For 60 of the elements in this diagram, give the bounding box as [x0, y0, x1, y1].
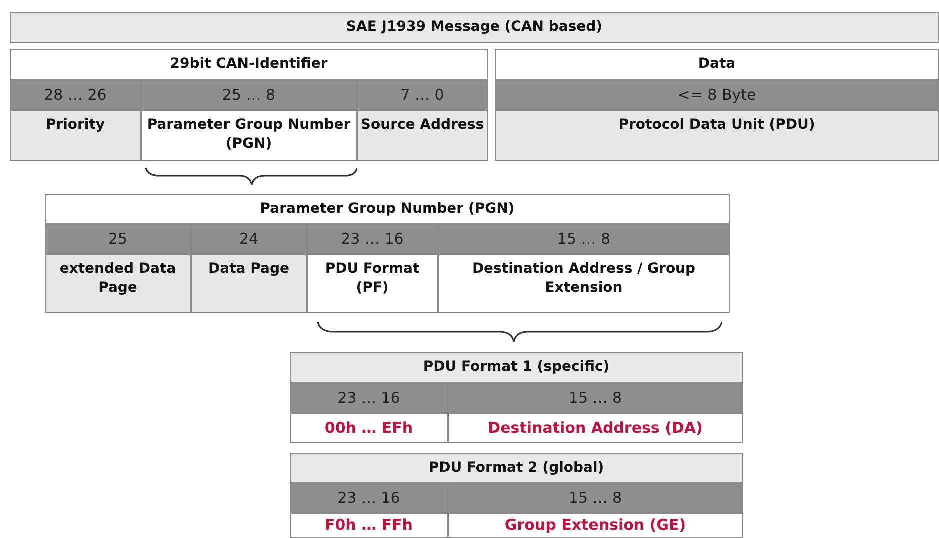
table-cell — [10, 49, 488, 80]
table-cell — [495, 110, 939, 161]
bit-range: 15 … 8 — [568, 388, 622, 408]
table-cell — [45, 194, 730, 224]
table-cell — [10, 80, 141, 110]
table-cell — [10, 110, 141, 161]
bit-range: 25 — [108, 230, 128, 248]
table-cell — [438, 224, 730, 254]
table-cell — [307, 254, 438, 313]
field-name: Destination Address (DA) — [488, 418, 703, 438]
value-range: F0h … FFh — [325, 516, 413, 535]
bit-range: 28 … 26 — [44, 86, 107, 104]
bit-range: 24 — [239, 230, 259, 248]
bit-range: 23 … 16 — [341, 230, 404, 248]
bit-range: 23 … 16 — [338, 388, 400, 408]
field-name: Source Address — [360, 116, 484, 135]
table-cell — [448, 413, 743, 443]
field-name: Data Page — [208, 260, 290, 279]
field-name: Priority — [46, 116, 106, 135]
field-name: extended Data Page — [58, 260, 178, 298]
field-name: Destination Address / Group Extension — [471, 260, 697, 298]
table-cell — [290, 453, 743, 483]
table-cell — [191, 254, 307, 313]
table-cell — [448, 513, 743, 538]
table-cell — [141, 110, 357, 161]
table-cell — [290, 513, 448, 538]
table-header: 29bit CAN-Identifier — [170, 55, 328, 74]
table-cell — [45, 254, 191, 313]
bit-range: <= 8 Byte — [678, 86, 756, 104]
table-cell — [495, 49, 939, 80]
table-header: PDU Format 1 (specific) — [423, 358, 610, 377]
table-header: Data — [698, 55, 736, 74]
table-header: PDU Format 2 (global) — [428, 458, 604, 478]
table-cell — [307, 224, 438, 254]
table-cell — [357, 110, 488, 161]
bit-range: 25 … 8 — [222, 86, 276, 104]
bit-range: 15 … 8 — [568, 488, 622, 508]
table-cell — [45, 224, 191, 254]
table-title: SAE J1939 Message (CAN based) — [346, 18, 603, 37]
table-cell — [191, 224, 307, 254]
table-cell — [448, 383, 743, 413]
field-name: Protocol Data Unit (PDU) — [618, 116, 816, 135]
table-cell — [357, 80, 488, 110]
field-name: Group Extension (GE) — [504, 516, 686, 535]
table-cell — [290, 483, 448, 513]
bit-range: 15 … 8 — [557, 230, 611, 248]
table-cell — [290, 352, 743, 383]
bit-range: 23 … 16 — [338, 488, 400, 508]
table-cell — [438, 254, 730, 313]
field-name: PDU Format (PF) — [324, 260, 421, 298]
table-cell — [448, 483, 743, 513]
table-header: Parameter Group Number (PGN) — [260, 200, 515, 218]
table-cell — [141, 80, 357, 110]
value-range: 00h … EFh — [324, 418, 414, 438]
table-cell — [10, 12, 939, 43]
table-cell — [290, 413, 448, 443]
bit-range: 7 … 0 — [400, 86, 444, 104]
field-name: Parameter Group Number (PGN) — [146, 116, 352, 154]
table-cell — [495, 80, 939, 110]
table-cell — [290, 383, 448, 413]
